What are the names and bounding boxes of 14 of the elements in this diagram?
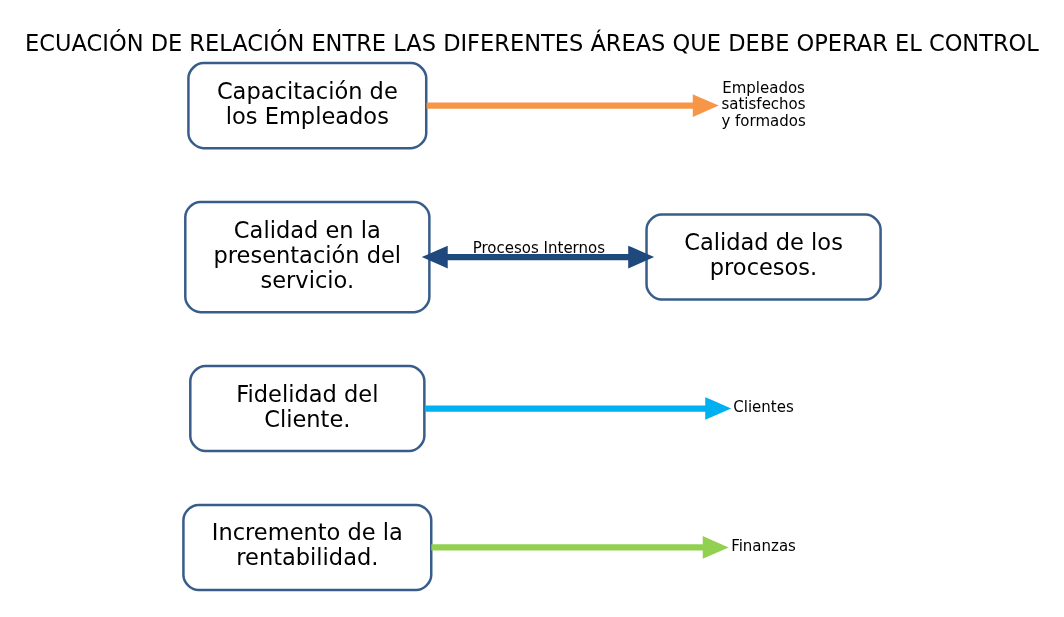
arrow — [424, 396, 732, 420]
node-text: Clientes — [733, 397, 794, 416]
node-text: Empleados satisfechos y formados — [721, 78, 806, 130]
node-box: Capacitación de los Empleados — [187, 61, 428, 149]
edge-label: Procesos Internos — [472, 238, 606, 257]
arrow — [421, 245, 655, 268]
node-box: Incremento de la rentabilidad. — [182, 503, 433, 591]
arrow — [431, 535, 729, 559]
node-box: Calidad de los procesos. — [645, 212, 882, 301]
node-text: Finanzas — [731, 536, 796, 555]
diagram-title: ECUACIÓN DE RELACIÓN ENTRE LAS DIFERENTES ÁREAS QUE DEBE OPERAR EL CONTROL — [25, 29, 1039, 56]
arrow — [426, 93, 719, 117]
node-box: Fidelidad del Cliente. — [189, 364, 426, 452]
node-box: Calidad en la presentación del servicio. — [184, 200, 431, 313]
